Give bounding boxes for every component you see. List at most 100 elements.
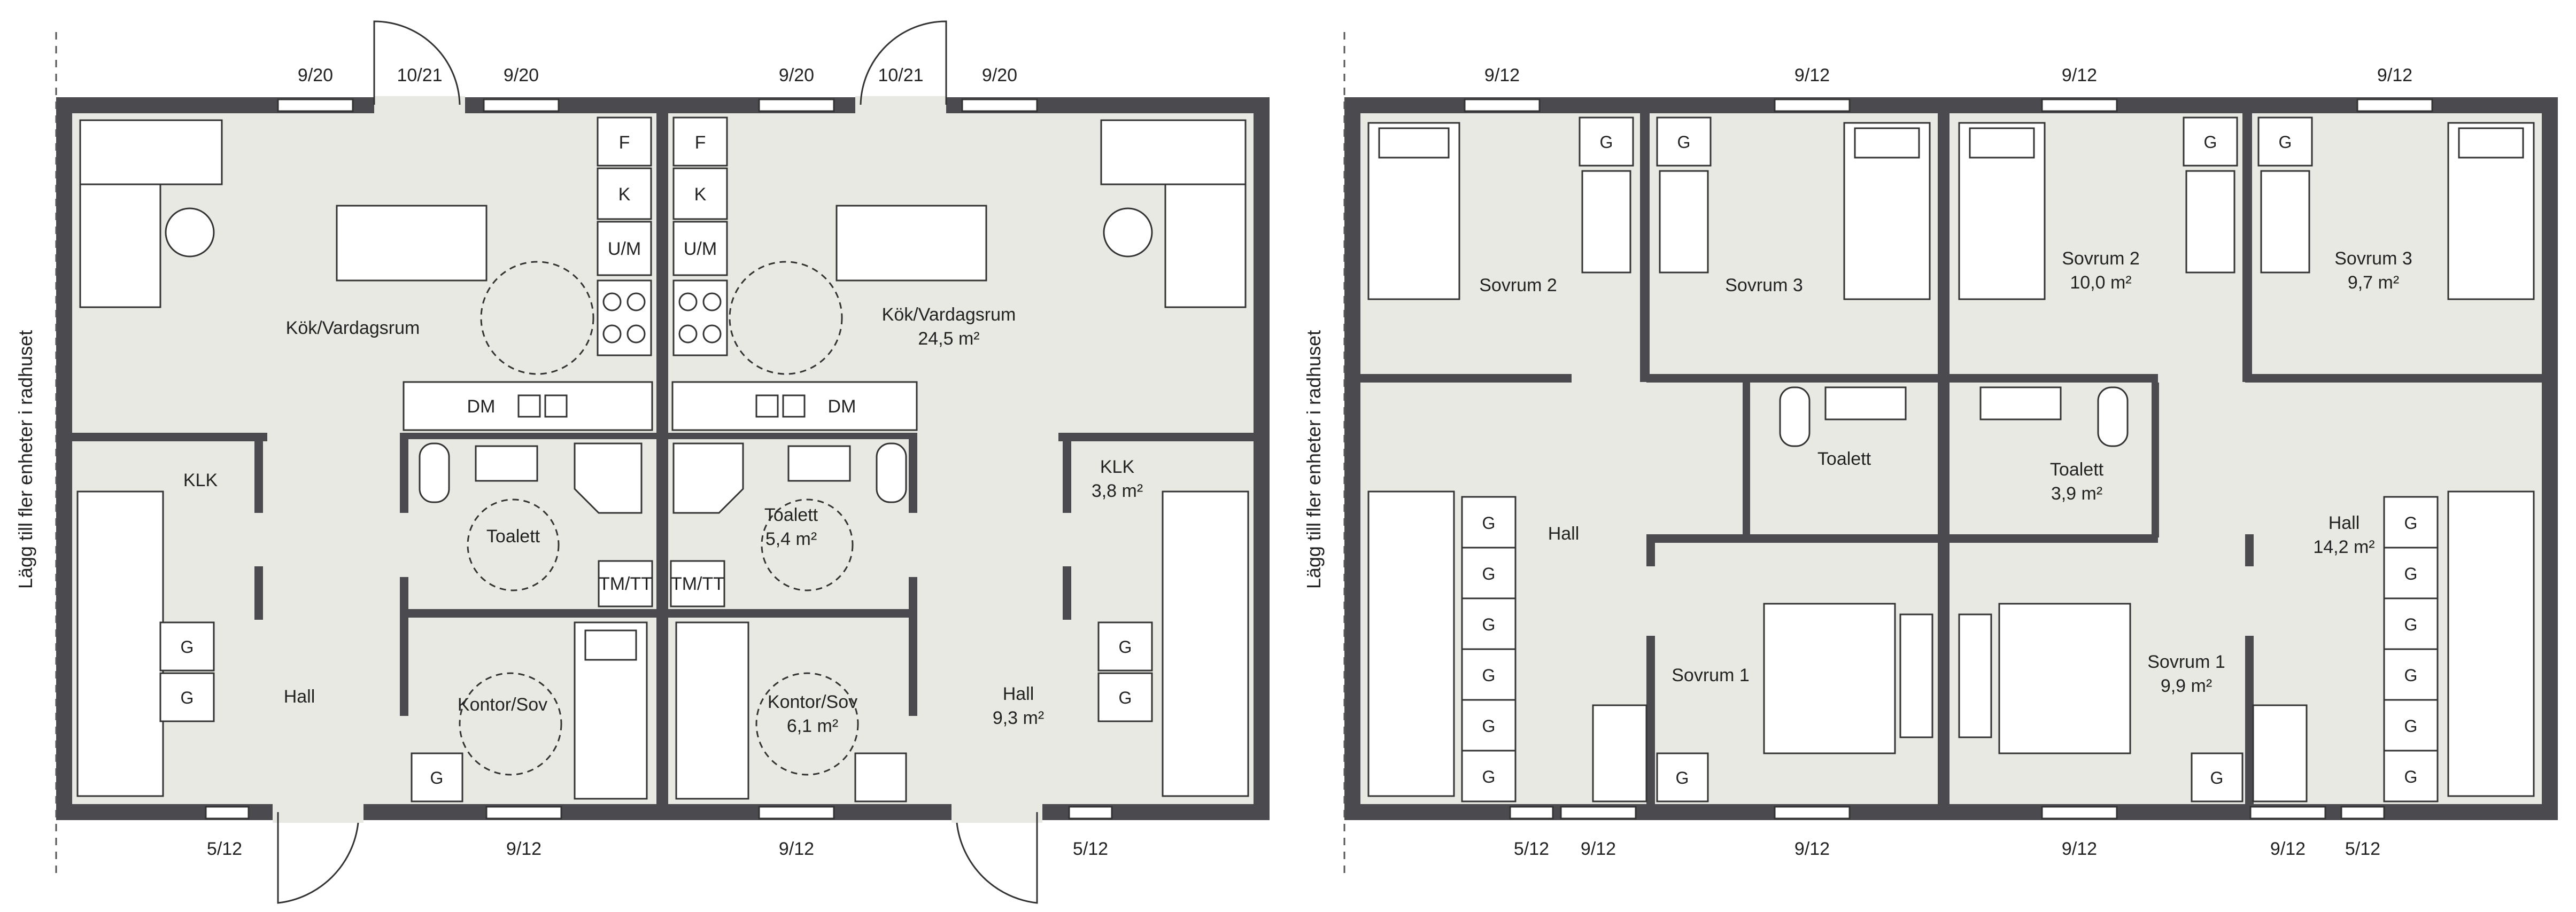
pillow: [1969, 127, 2035, 159]
room-label: Hall: [2329, 513, 2360, 533]
desk: [2252, 704, 2308, 802]
wardrobe-stack-left: G G G G G G: [1461, 496, 1517, 802]
sink: [517, 394, 541, 418]
door-opening: [855, 96, 946, 114]
room-area: 3,9 m²: [2051, 484, 2102, 504]
window-size: 5/12: [2345, 839, 2380, 859]
pillow: [2458, 127, 2524, 159]
turning-circle: [761, 498, 854, 591]
window-size: 9/12: [1794, 65, 1830, 85]
door-swing: [373, 20, 461, 105]
nightstand: [1958, 613, 1992, 738]
wardrobe-label: G: [2404, 615, 2418, 634]
window: [1068, 806, 1113, 820]
washbasin: [787, 445, 851, 482]
door-swing: [860, 20, 947, 105]
door-swing: [956, 812, 1038, 904]
window: [485, 806, 562, 820]
party-wall: [1938, 97, 1950, 820]
wardrobe-label: G: [2404, 564, 2418, 583]
room-area: 10,0 m²: [2070, 272, 2131, 293]
staircase: [2447, 490, 2535, 797]
wall: [1063, 566, 1071, 620]
wall: [1646, 636, 1655, 804]
wardrobe-label: G: [2404, 716, 2418, 736]
window-size: 9/12: [1581, 839, 1616, 859]
wall: [2242, 112, 2252, 382]
turning-circle: [729, 261, 843, 375]
room-area: 9,9 m²: [2161, 676, 2212, 696]
window: [277, 98, 354, 112]
freezer-label: K: [618, 184, 631, 205]
party-wall: [656, 97, 668, 820]
window: [483, 98, 560, 112]
wall: [56, 97, 72, 820]
wardrobe: [2191, 752, 2244, 802]
dining-table: [836, 205, 987, 282]
wardrobe-label: G: [1482, 716, 1496, 736]
fridge-label: F: [619, 132, 630, 153]
freezer: [597, 167, 652, 220]
room-label: KLK: [183, 470, 218, 490]
door-size: 10/21: [878, 65, 923, 85]
window: [1774, 98, 1851, 112]
window-size: 9/12: [506, 839, 541, 859]
turning-circle: [755, 672, 859, 776]
wall: [1646, 534, 1655, 566]
wall: [254, 433, 263, 513]
upper-floor-area: [1358, 112, 2544, 806]
wardrobe-label: G: [2210, 768, 2224, 788]
room-label: Sovrum 1: [2147, 652, 2225, 672]
wardrobe: [1579, 116, 1634, 167]
desk: [2185, 170, 2235, 274]
window-size: 9/20: [504, 65, 539, 85]
burner: [626, 324, 646, 344]
room-area: 24,5 m²: [918, 329, 979, 349]
room-area: 3,8 m²: [1092, 481, 1143, 501]
wardrobe-label: G: [430, 768, 444, 788]
dining-table: [336, 205, 488, 282]
window-size: 9/20: [298, 65, 333, 85]
wall: [668, 609, 917, 618]
window: [758, 98, 835, 112]
wardrobe-label: G: [2279, 132, 2292, 152]
side-note: Lägg till fler enheter i radhuset: [14, 330, 36, 589]
room-label: Toalett: [1817, 449, 1871, 469]
wardrobe-label: G: [1482, 666, 1496, 685]
fridge: [597, 116, 652, 167]
room-label: Hall: [1003, 684, 1034, 704]
burner: [678, 292, 698, 311]
room-label: Kontor/Sov: [458, 695, 547, 715]
oven-label: U/M: [608, 239, 641, 259]
room-area: 6,1 m²: [787, 716, 838, 736]
wall: [668, 433, 917, 439]
wall: [1950, 534, 2158, 543]
wall: [1058, 433, 1256, 441]
window-size: 9/12: [2270, 839, 2306, 859]
turning-circle: [459, 672, 562, 776]
side-table: [1103, 207, 1153, 258]
fridge: [672, 116, 728, 167]
wardrobe: [1097, 621, 1153, 672]
wall: [1646, 374, 1938, 383]
room-label: Toalett: [486, 526, 540, 547]
window-size: 9/12: [1484, 65, 1520, 85]
wall: [909, 433, 917, 513]
sink: [782, 394, 806, 418]
desk: [2260, 170, 2310, 274]
room-label: Kontor/Sov: [768, 692, 857, 712]
wall: [1254, 97, 1270, 820]
wardrobe-label: G: [1677, 132, 1691, 152]
room-label: Sovrum 3: [1725, 275, 1803, 295]
freezer-label: K: [694, 184, 707, 205]
wall: [254, 566, 263, 620]
window: [1774, 806, 1851, 820]
side-table: [165, 207, 215, 258]
staircase: [1162, 490, 1249, 797]
window-size: 9/12: [779, 839, 814, 859]
dishwasher-label: DM: [828, 396, 856, 417]
shower: [672, 442, 744, 514]
pillow: [584, 629, 637, 661]
window: [205, 806, 250, 820]
wall: [1640, 112, 1650, 382]
